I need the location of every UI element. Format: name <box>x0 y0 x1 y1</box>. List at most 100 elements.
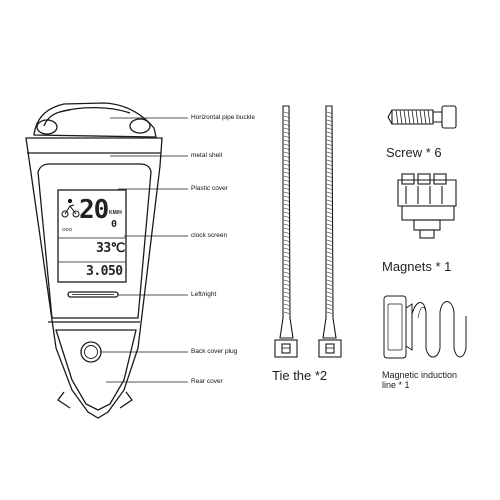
tie-tooth <box>283 195 290 198</box>
caption-induction-line-2: line * 1 <box>382 380 410 390</box>
tie-tooth <box>283 203 290 206</box>
screw-thread-line <box>399 109 403 125</box>
tie-tooth <box>283 187 290 190</box>
callout-back-cover-plug: Back cover plug <box>191 348 238 355</box>
tie-tooth <box>283 171 290 174</box>
callout-clock-screen: clock screen <box>191 232 228 239</box>
tie-tooth <box>283 115 290 118</box>
tie-tooth <box>326 267 333 270</box>
tie-tooth <box>326 111 333 114</box>
callout-pipe-buckle: Horizontal pipe buckle <box>191 114 255 121</box>
cable-tie-teeth <box>283 111 333 314</box>
tie-tooth <box>283 243 290 246</box>
tie-tooth <box>283 183 290 186</box>
tie-tooth <box>283 239 290 242</box>
tie-tooth <box>283 111 290 114</box>
tie-tooth <box>283 155 290 158</box>
tie-tooth <box>283 271 290 274</box>
tie-tooth <box>283 119 290 122</box>
tie-tooth <box>283 251 290 254</box>
tie-tooth <box>326 211 333 214</box>
plastic-cover-part <box>37 163 152 319</box>
lcd-distance: 3.050 <box>86 264 123 279</box>
tie-tooth <box>326 279 333 282</box>
tie-tooth <box>283 303 290 306</box>
tie-tooth <box>326 175 333 178</box>
tie-tooth <box>326 239 333 242</box>
screw-part <box>387 105 457 129</box>
back-cover-plug-part <box>80 341 102 363</box>
tie-tooth <box>326 287 333 290</box>
callout-plastic-cover: Plastic cover <box>191 185 228 192</box>
tie-tooth <box>326 231 333 234</box>
tie-tooth <box>283 199 290 202</box>
tie-tooth <box>283 307 290 310</box>
tie-tooth <box>283 143 290 146</box>
tie-tooth <box>283 151 290 154</box>
tie-tooth <box>326 215 333 218</box>
tie-tooth <box>283 159 290 162</box>
lcd-unit: KM/H <box>109 210 122 216</box>
caption-magnets: Magnets * 1 <box>382 259 452 274</box>
tie-tooth <box>283 175 290 178</box>
tie-tooth <box>326 179 333 182</box>
tie-tooth <box>326 183 333 186</box>
lcd-speed: 20 <box>79 195 109 225</box>
callout-metal-shell: metal shell <box>191 152 223 159</box>
tie-tooth <box>326 147 333 150</box>
lcd-speed-decimal: 0 <box>111 219 118 230</box>
caption-induction-line-1: Magnetic induction <box>382 370 458 380</box>
caption-screw: Screw * 6 <box>386 145 442 160</box>
screw-thread-line <box>395 109 399 125</box>
screw-thread-line <box>423 109 427 125</box>
tie-tooth <box>326 283 333 286</box>
bike-pictogram-icon <box>61 198 80 218</box>
tie-tooth <box>283 231 290 234</box>
tie-tooth <box>326 119 333 122</box>
tie-tooth <box>326 207 333 210</box>
screw-thread-line <box>415 109 419 125</box>
screw-thread-line <box>403 109 407 125</box>
tie-tooth <box>326 115 333 118</box>
tie-tooth <box>283 211 290 214</box>
rear-cover-part <box>55 329 137 411</box>
screw-thread-lines <box>395 109 431 125</box>
left-right-buttons <box>67 291 119 298</box>
tie-tooth <box>283 263 290 266</box>
tie-tooth <box>283 219 290 222</box>
tie-tooth <box>326 155 333 158</box>
tie-tooth <box>283 191 290 194</box>
tie-tooth <box>283 127 290 130</box>
screw-thread-line <box>411 109 415 125</box>
magnet-part <box>397 173 457 239</box>
tie-tooth <box>326 291 333 294</box>
tie-tooth <box>283 215 290 218</box>
tie-tooth <box>326 135 333 138</box>
tie-tooth <box>326 255 333 258</box>
tie-tooth <box>326 163 333 166</box>
tie-tooth <box>326 251 333 254</box>
tie-tooth <box>283 223 290 226</box>
cable-ties <box>274 105 342 358</box>
tie-tooth <box>283 287 290 290</box>
tie-tooth <box>283 255 290 258</box>
callout-left-right: Left/right <box>191 291 217 298</box>
tie-tooth <box>326 171 333 174</box>
tie-tooth <box>326 227 333 230</box>
tie-tooth <box>326 127 333 130</box>
tie-tooth <box>326 167 333 170</box>
lcd-odo-label: ODO <box>62 227 73 232</box>
tie-tooth <box>283 247 290 250</box>
tie-tooth <box>326 307 333 310</box>
cable-tie-right <box>318 105 342 358</box>
tie-tooth <box>326 139 333 142</box>
callout-rear-cover: Rear cover <box>191 378 223 385</box>
pipe-buckle-part <box>33 102 157 138</box>
caption-tie: Tie the *2 <box>272 368 328 383</box>
tie-tooth <box>326 203 333 206</box>
tie-tooth <box>326 295 333 298</box>
tie-tooth <box>326 199 333 202</box>
tie-tooth <box>326 263 333 266</box>
tie-tooth <box>326 151 333 154</box>
lcd-screen <box>57 189 127 283</box>
